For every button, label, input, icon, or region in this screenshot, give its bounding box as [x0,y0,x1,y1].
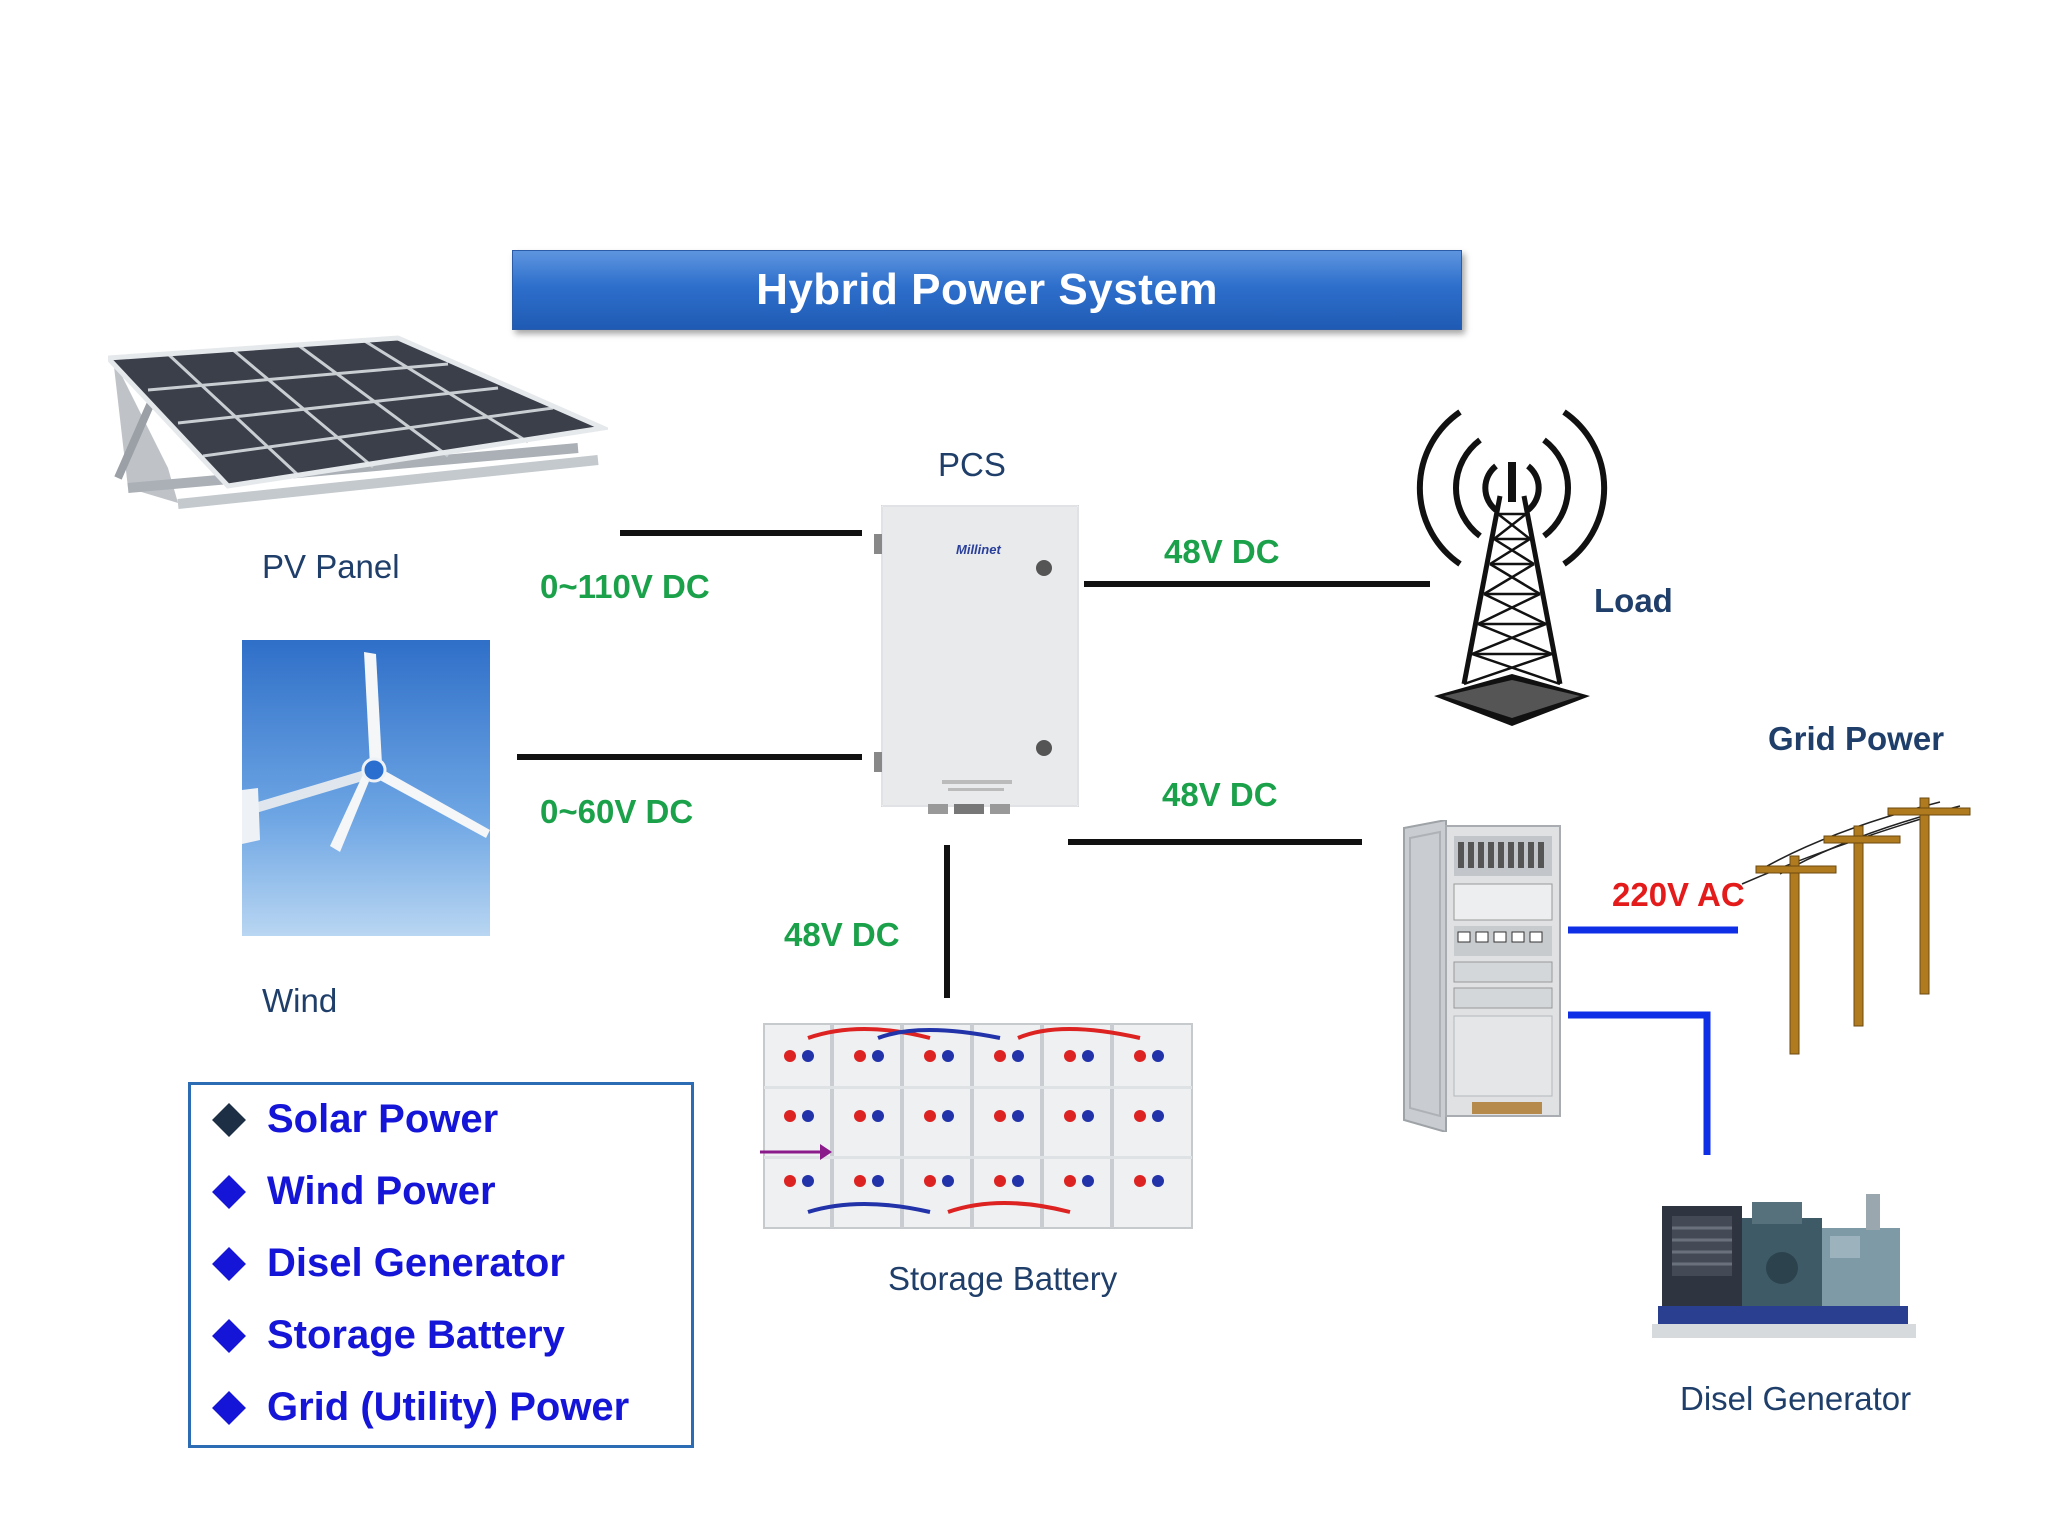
pv-panel-label: PV Panel [262,548,400,585]
cabinet-voltage: 48V DC [1162,776,1278,813]
feature-item-generator: Disel Generator [212,1241,565,1286]
feature-item-wind: Wind Power [212,1169,496,1214]
page-title: Hybrid Power System [756,265,1218,314]
diamond-bullet-icon [212,1390,246,1425]
feature-text: Solar Power [267,1097,499,1141]
feature-text: Disel Generator [267,1241,565,1285]
battery-voltage: 48V DC [784,916,900,953]
feature-text: Grid (Utility) Power [267,1385,630,1429]
feature-text: Storage Battery [267,1313,565,1357]
wind-turbine-image [242,640,490,936]
generator-ac-line [1568,1011,1711,1155]
pcs-label: PCS [938,446,1006,483]
power-poles-image [1741,797,1971,1055]
diamond-bullet-icon [212,1102,246,1137]
grid-power-label: Grid Power [1768,720,1945,757]
storage-battery-label: Storage Battery [888,1260,1118,1297]
feature-list: Solar Power Wind Power Disel Generator S… [188,1082,694,1448]
feature-item-solar: Solar Power [212,1097,499,1142]
pcs-brand: Millinet [956,542,1001,557]
storage-battery-image [760,1023,1193,1229]
distribution-cabinet-image [1403,820,1561,1132]
feature-item-battery: Storage Battery [212,1313,565,1358]
diamond-bullet-icon [212,1174,246,1209]
pv-panel-image [108,335,608,509]
diesel-generator-image [1652,1194,1916,1338]
wind-label: Wind [262,982,338,1019]
diamond-bullet-icon [212,1246,246,1281]
diamond-bullet-icon [212,1318,246,1353]
load-label: Load [1594,582,1673,619]
grid-voltage: 220V AC [1612,876,1745,913]
wind-voltage: 0~60V DC [540,793,694,830]
feature-item-grid: Grid (Utility) Power [212,1385,630,1430]
pv-voltage: 0~110V DC [540,568,710,605]
pcs-unit-image [874,505,1079,814]
load-voltage: 48V DC [1164,533,1280,570]
disel-generator-label: Disel Generator [1680,1380,1912,1417]
title-banner: Hybrid Power System [512,250,1462,330]
feature-text: Wind Power [267,1169,496,1213]
telecom-tower-icon [1416,409,1608,726]
